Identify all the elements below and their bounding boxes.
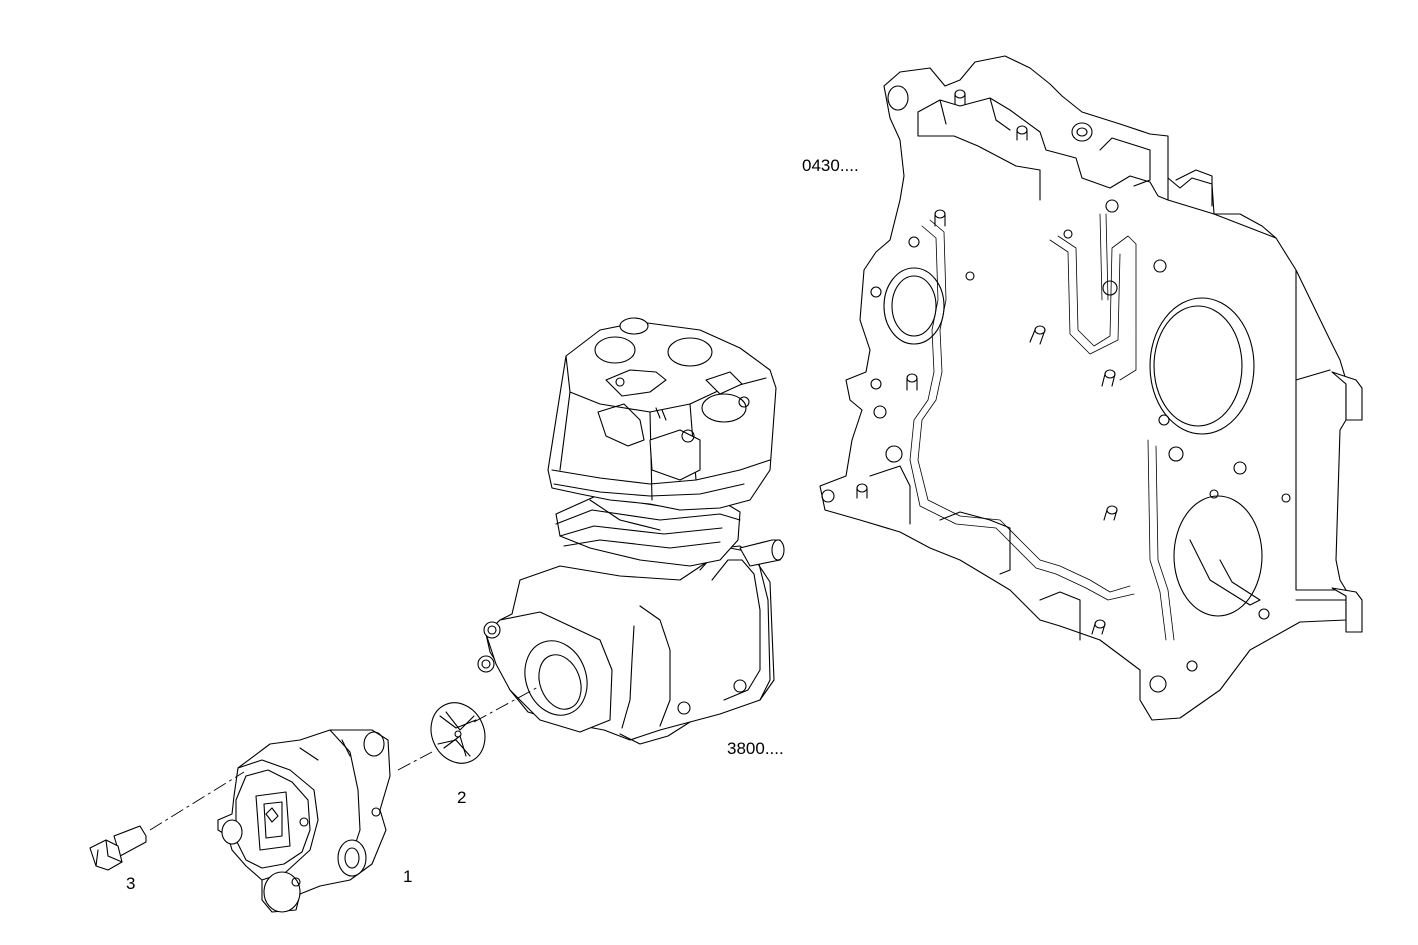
- cover-plate: [430, 702, 486, 764]
- bolt: [89, 825, 147, 871]
- housing-holes: [821, 199, 1291, 693]
- pump: [217, 729, 391, 913]
- callout-timing-case: 0430....: [802, 156, 859, 175]
- callout-compressor: 3800....: [727, 739, 784, 758]
- timing-gear-housing: [819, 55, 1363, 721]
- air-compressor: [477, 317, 785, 745]
- assembly-lines: [149, 685, 541, 831]
- callout-cover-plate: 2: [457, 788, 466, 807]
- callout-pump: 1: [403, 867, 412, 886]
- housing-studs: [856, 89, 1118, 635]
- callout-bolt: 3: [126, 874, 135, 893]
